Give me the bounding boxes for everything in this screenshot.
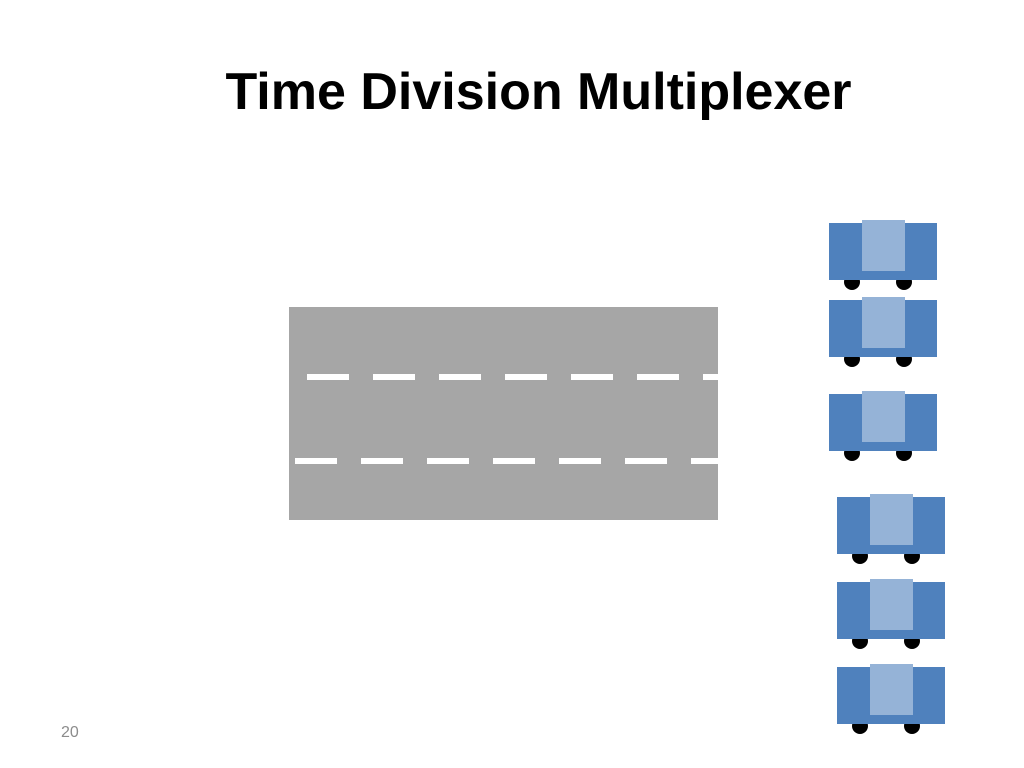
car-icon xyxy=(837,494,945,564)
car-window xyxy=(870,494,913,545)
car-window xyxy=(870,664,913,715)
road-surface xyxy=(289,307,718,520)
car-window xyxy=(870,579,913,630)
car-icon xyxy=(837,664,945,734)
slide-number: 20 xyxy=(61,724,79,741)
car-icon xyxy=(829,391,937,461)
car-window xyxy=(862,220,905,271)
car-icon xyxy=(837,579,945,649)
car-icon xyxy=(829,297,937,367)
car-window xyxy=(862,297,905,348)
car-window xyxy=(862,391,905,442)
road xyxy=(289,307,718,520)
car-icon xyxy=(829,220,937,290)
slide-title: Time Division Multiplexer xyxy=(225,63,852,121)
